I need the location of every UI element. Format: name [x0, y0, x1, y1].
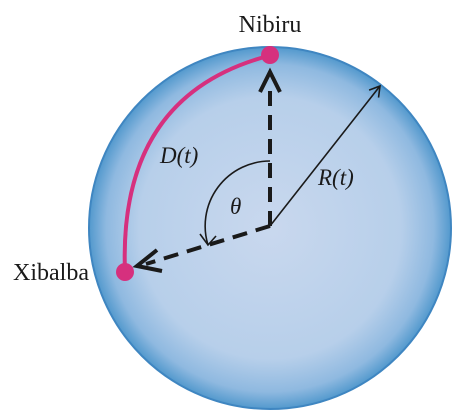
angle-arrowhead	[199, 233, 217, 247]
arc-label: D(t)	[159, 143, 198, 168]
nibiru-point	[261, 46, 279, 64]
nibiru-label: Nibiru	[239, 12, 302, 38]
angle-arc	[204, 160, 271, 246]
radius-label: R(t)	[317, 165, 354, 190]
angle-label: θ	[230, 194, 241, 219]
up-arrowhead	[258, 67, 282, 93]
arc-path	[122, 54, 270, 274]
xibalba-label: Xibalba	[13, 260, 89, 286]
left-arrowhead	[132, 248, 163, 273]
radius-line	[269, 84, 381, 227]
dashed-radius-left	[145, 224, 271, 266]
xibalba-point	[116, 263, 134, 281]
